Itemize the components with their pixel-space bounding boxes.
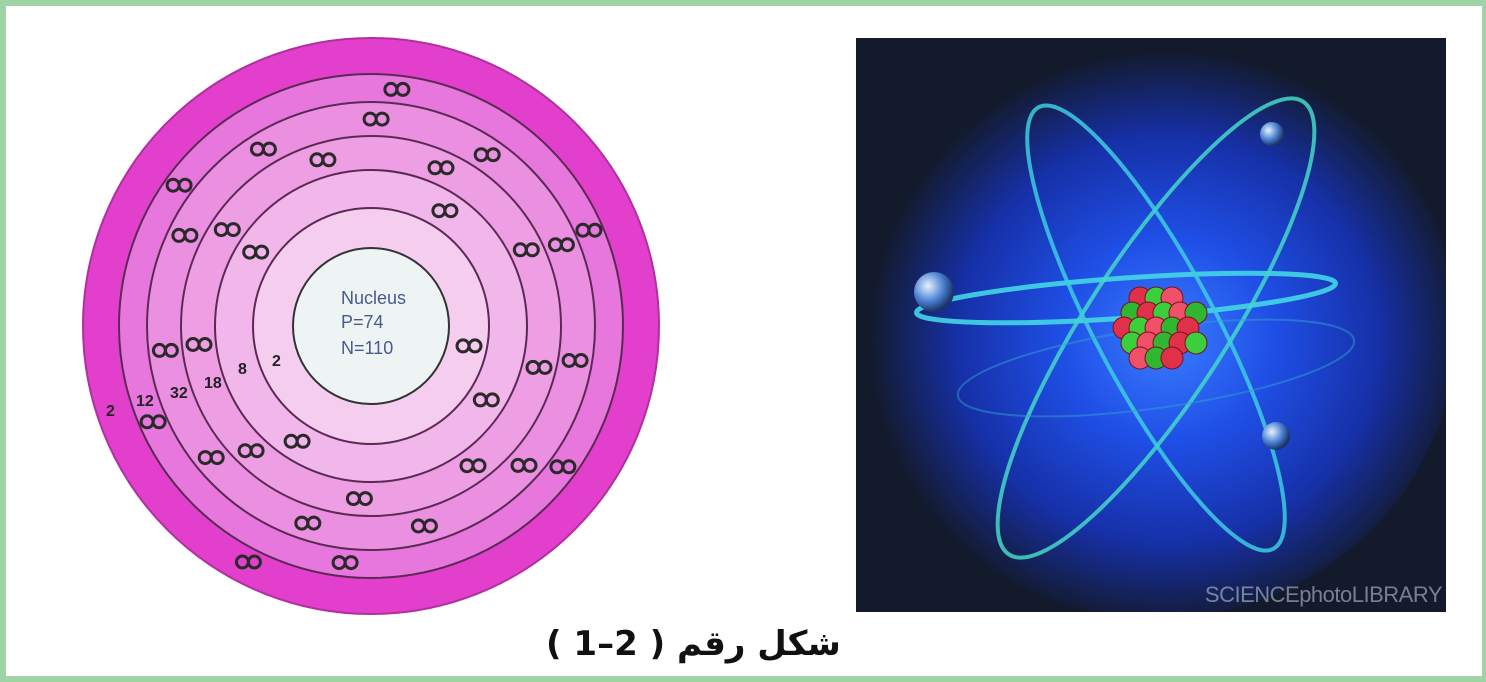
nucleon (1161, 347, 1183, 369)
electron-shell-diagram: Nucleus P=74 N=110 2 8 18 32 12 2 (76, 36, 676, 626)
shell-count-4: 32 (170, 385, 188, 402)
electron-ball-bottom (1262, 422, 1290, 450)
shell-count-5: 12 (136, 393, 154, 410)
figure-caption: شكل رقم ( 2–1 ) (546, 624, 866, 664)
shell-count-3: 18 (204, 375, 222, 392)
atom-photo: SCIENCEphotoLIBRARY (856, 38, 1446, 612)
shell-count-1: 2 (272, 353, 281, 370)
nucleon (1185, 332, 1207, 354)
atom-illustration (856, 38, 1446, 612)
neutron-count: N=110 (341, 338, 393, 358)
nucleus-label: Nucleus (341, 288, 406, 308)
proton-count: P=74 (341, 312, 384, 332)
watermark-text: SCIENCEphotoLIBRARY (1205, 582, 1442, 608)
shell-count-2: 8 (238, 361, 247, 378)
electron-ball-left (914, 272, 954, 312)
shell-count-6: 2 (106, 403, 115, 420)
electron-ball-top (1260, 122, 1284, 146)
